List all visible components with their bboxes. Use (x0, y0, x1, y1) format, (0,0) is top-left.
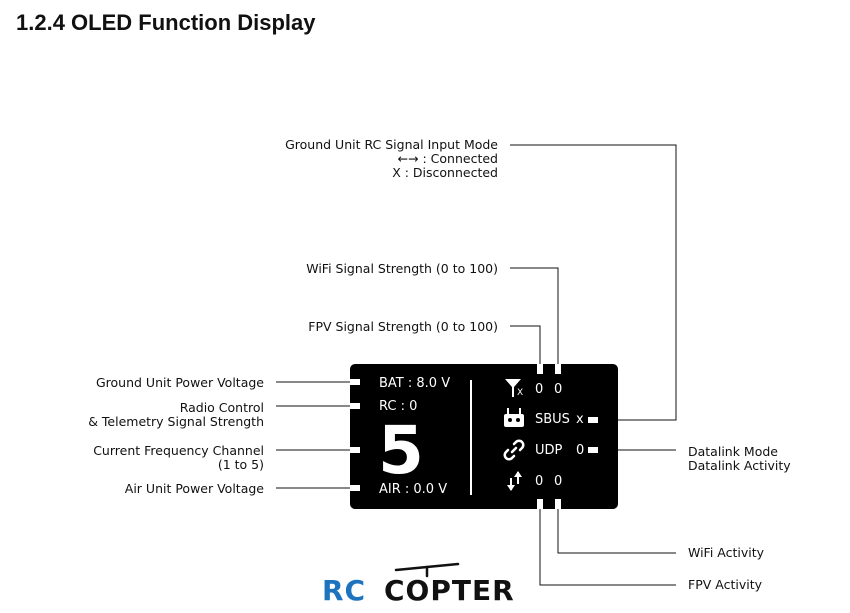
line-fpv-activity (539, 490, 676, 586)
oled-rc-state: x (576, 412, 584, 427)
line-fpv-strength (510, 325, 541, 380)
label-air-voltage: Air Unit Power Voltage (124, 481, 264, 496)
antenna-icon (505, 379, 521, 397)
label-ground-voltage: Ground Unit Power Voltage (95, 375, 264, 390)
oled-rc: RC : 0 (379, 399, 418, 414)
label-frequency-channel: Current Frequency Channel (1 to 5) (93, 443, 264, 472)
rc-copter-logo: RC COPTER (322, 560, 528, 607)
label-rc-input-mode: Ground Unit RC Signal Input Mode ←→ : Co… (285, 137, 498, 180)
oled-link-value: 0 (576, 443, 585, 458)
tab-rc-mode (588, 417, 598, 423)
tab-air-voltage (350, 485, 360, 491)
oled-air: AIR : 0.0 V (379, 482, 448, 497)
tab-frequency-channel (350, 447, 360, 453)
logo-rc: RC (322, 574, 367, 607)
tab-wifi-activity (555, 499, 561, 509)
oled-fpv-activity: 0 (535, 474, 544, 489)
page-title: 1.2.4 OLED Function Display (16, 10, 316, 35)
tab-ground-voltage (350, 379, 360, 385)
label-fpv-strength: FPV Signal Strength (0 to 100) (308, 319, 498, 334)
oled-channel: 5 (378, 412, 424, 489)
logo-copter: COPTER (384, 574, 515, 607)
label-wifi-activity: WiFi Activity (688, 545, 765, 560)
tab-datalink (588, 447, 598, 453)
oled-fpv-value: 0 (535, 382, 544, 397)
tab-wifi-strength (555, 364, 561, 374)
line-wifi-activity (557, 490, 676, 554)
label-datalink: Datalink Mode Datalink Activity (688, 444, 791, 473)
line-rc-input-mode (510, 144, 677, 421)
line-wifi-strength (510, 267, 559, 380)
oled-wifi-activity: 0 (554, 474, 563, 489)
tab-radio-control (350, 403, 360, 409)
transfer-arrows-icon (507, 471, 522, 491)
tab-fpv-strength (537, 364, 543, 374)
oled-bat: BAT : 8.0 V (379, 376, 451, 391)
oled-signal-sub: X (517, 388, 524, 398)
oled-link-mode: UDP (535, 443, 563, 458)
label-fpv-activity: FPV Activity (688, 577, 762, 592)
label-radio-control: Radio Control & Telemetry Signal Strengt… (88, 400, 264, 429)
tab-fpv-activity (537, 499, 543, 509)
oled-divider (470, 380, 472, 495)
helicopter-icon (394, 562, 460, 578)
oled-rc-mode: SBUS (535, 412, 570, 427)
oled-wifi-value: 0 (554, 382, 563, 397)
link-icon (503, 439, 525, 461)
oled-display: BAT : 8.0 V RC : 0 5 AIR : 0.0 V X 0 0 S… (350, 364, 618, 509)
label-wifi-strength: WiFi Signal Strength (0 to 100) (306, 261, 498, 276)
controller-icon (504, 408, 524, 427)
